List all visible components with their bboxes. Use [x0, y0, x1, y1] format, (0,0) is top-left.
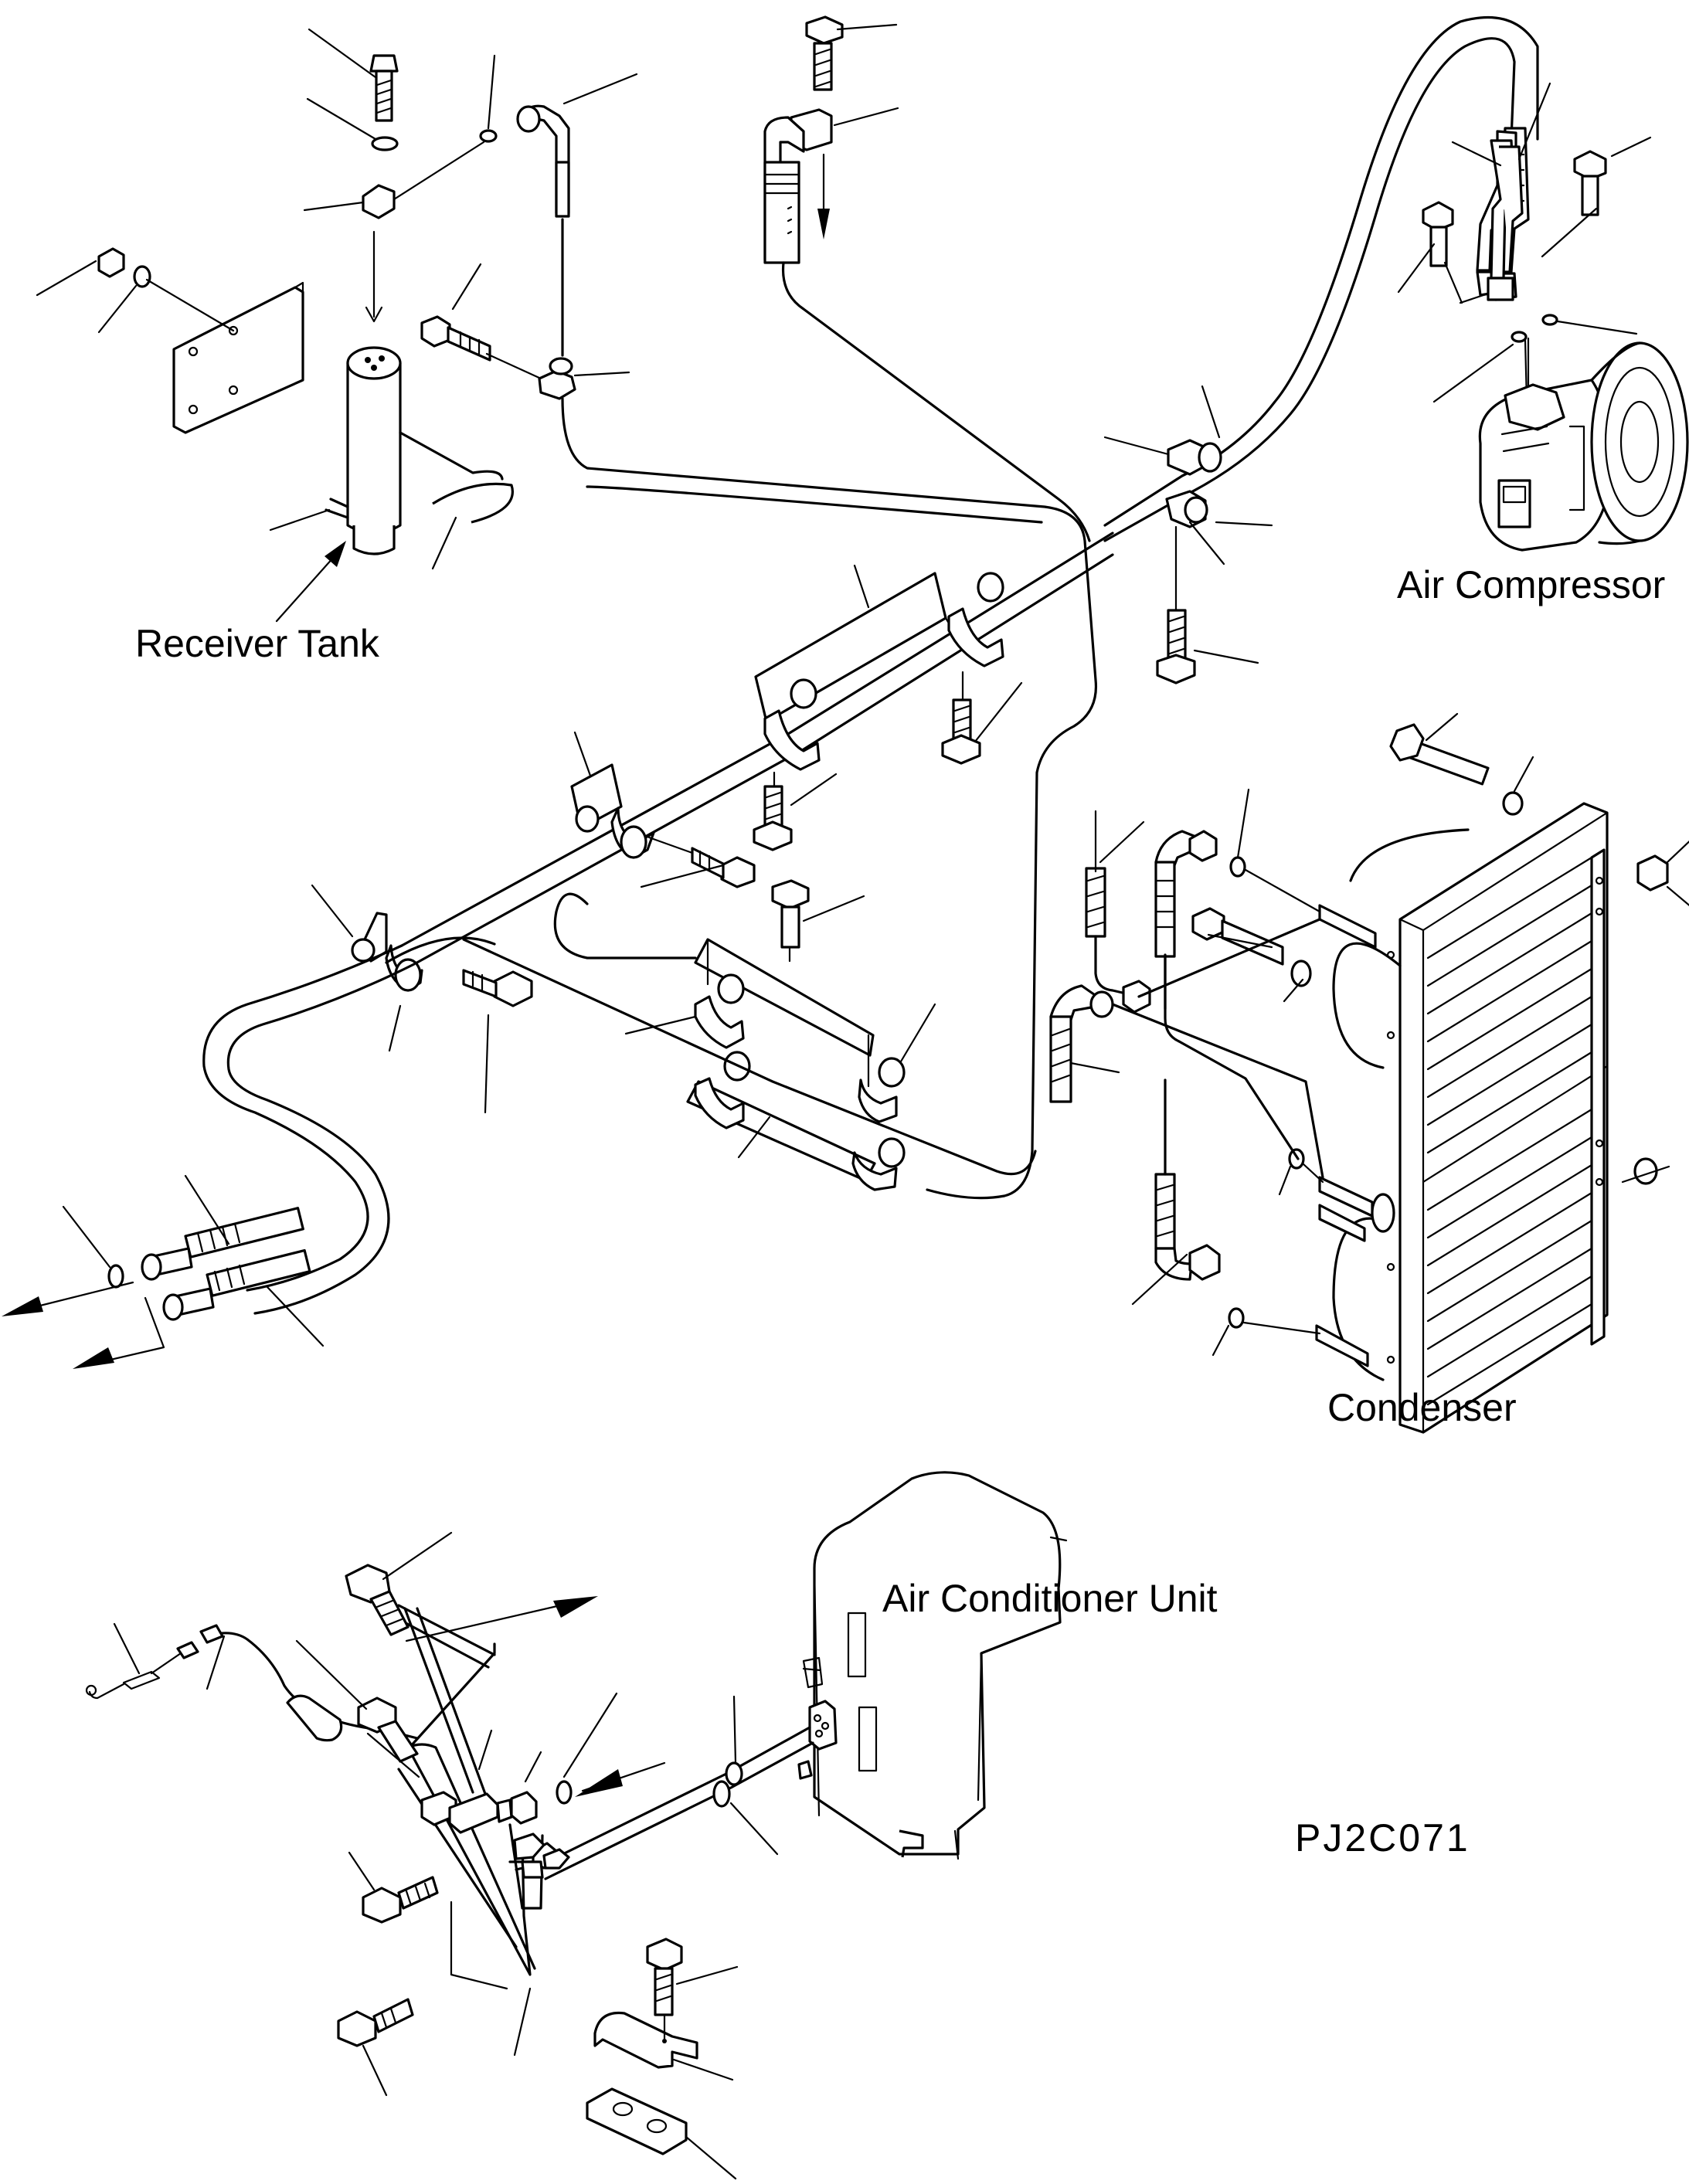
flange-bolt-icon: [420, 315, 451, 348]
flange-bolt-icon: [1389, 723, 1425, 762]
plate-icon: [586, 2087, 688, 2155]
o-ring-icon: [1541, 314, 1558, 326]
receiver-tank-group: [36, 28, 514, 623]
drawing-code-label: PJ2C071: [1295, 1816, 1470, 1860]
air-compressor-label: Air Compressor: [1397, 563, 1666, 606]
flange-bolt-icon: [941, 734, 981, 765]
clamp-icon: [878, 1057, 906, 1088]
washer-icon: [1502, 791, 1524, 816]
flange-bolt-icon: [337, 2010, 377, 2047]
condenser-label: Condenser: [1327, 1386, 1517, 1429]
clamp-icon: [538, 369, 576, 400]
flange-bolt-icon: [362, 1887, 402, 1924]
clamp-icon: [717, 973, 745, 1004]
bolt-icon: [771, 879, 810, 910]
nut-icon: [1122, 980, 1151, 1014]
o-ring-icon: [479, 129, 498, 143]
flange-bolt-icon: [1422, 201, 1454, 232]
washer-icon: [1290, 960, 1312, 987]
bracket-plate: [694, 938, 875, 1057]
o-ring-icon: [1288, 1148, 1305, 1170]
clamp-icon: [575, 805, 600, 833]
clamp-icon: [977, 572, 1004, 603]
nut-icon: [1636, 854, 1669, 892]
flange-bolt-icon: [753, 820, 793, 851]
main-hose-run: [2, 532, 1114, 1369]
washer-icon: [371, 136, 399, 151]
bolt-icon: [805, 15, 844, 45]
nut-icon: [97, 247, 125, 278]
receiver-hose: [420, 73, 1098, 1200]
bolt-icon: [646, 1938, 683, 1972]
o-ring-icon: [1228, 1307, 1245, 1329]
center-top-hose: [763, 15, 1091, 542]
receiver-tank-label: Receiver Tank: [135, 622, 379, 665]
clamp-icon: [351, 938, 376, 963]
nut-icon: [141, 1253, 162, 1281]
clamp-icon: [790, 678, 817, 709]
flange-bolt-icon: [1156, 654, 1196, 684]
clamp-icon: [878, 1137, 906, 1168]
nut-icon: [510, 1791, 538, 1825]
flange-bolt-icon: [493, 970, 533, 1007]
clamp-icon: [362, 184, 396, 219]
condenser-core: [1398, 802, 1609, 1434]
condenser-group: [1049, 712, 1689, 1434]
o-ring-icon: [107, 1264, 124, 1289]
receiver-tank-body: [346, 362, 402, 535]
nut-icon: [1089, 990, 1114, 1018]
o-ring-icon: [1229, 856, 1246, 878]
bolt-icon: [369, 54, 399, 73]
compressor-group: [1103, 15, 1689, 684]
o-ring-icon: [1511, 331, 1528, 343]
receiver-bracket: [172, 286, 304, 434]
bottom-piping-group: [85, 1531, 814, 2180]
air-conditioner-unit-label: Air Conditioner Unit: [882, 1577, 1218, 1620]
ac-unit-housing: [813, 1471, 1062, 1856]
bracket-plate: [754, 572, 947, 723]
flange-bolt-icon: [720, 856, 756, 888]
nut-icon: [1188, 830, 1218, 862]
washer-icon: [133, 265, 151, 288]
mount-bracket: [593, 2011, 698, 2069]
o-ring-icon: [556, 1780, 573, 1805]
nut-icon: [1188, 1244, 1221, 1281]
ac-unit-group: [797, 1471, 1068, 1860]
flange-bolt-icon: [1573, 150, 1607, 181]
nut-icon: [162, 1293, 184, 1321]
